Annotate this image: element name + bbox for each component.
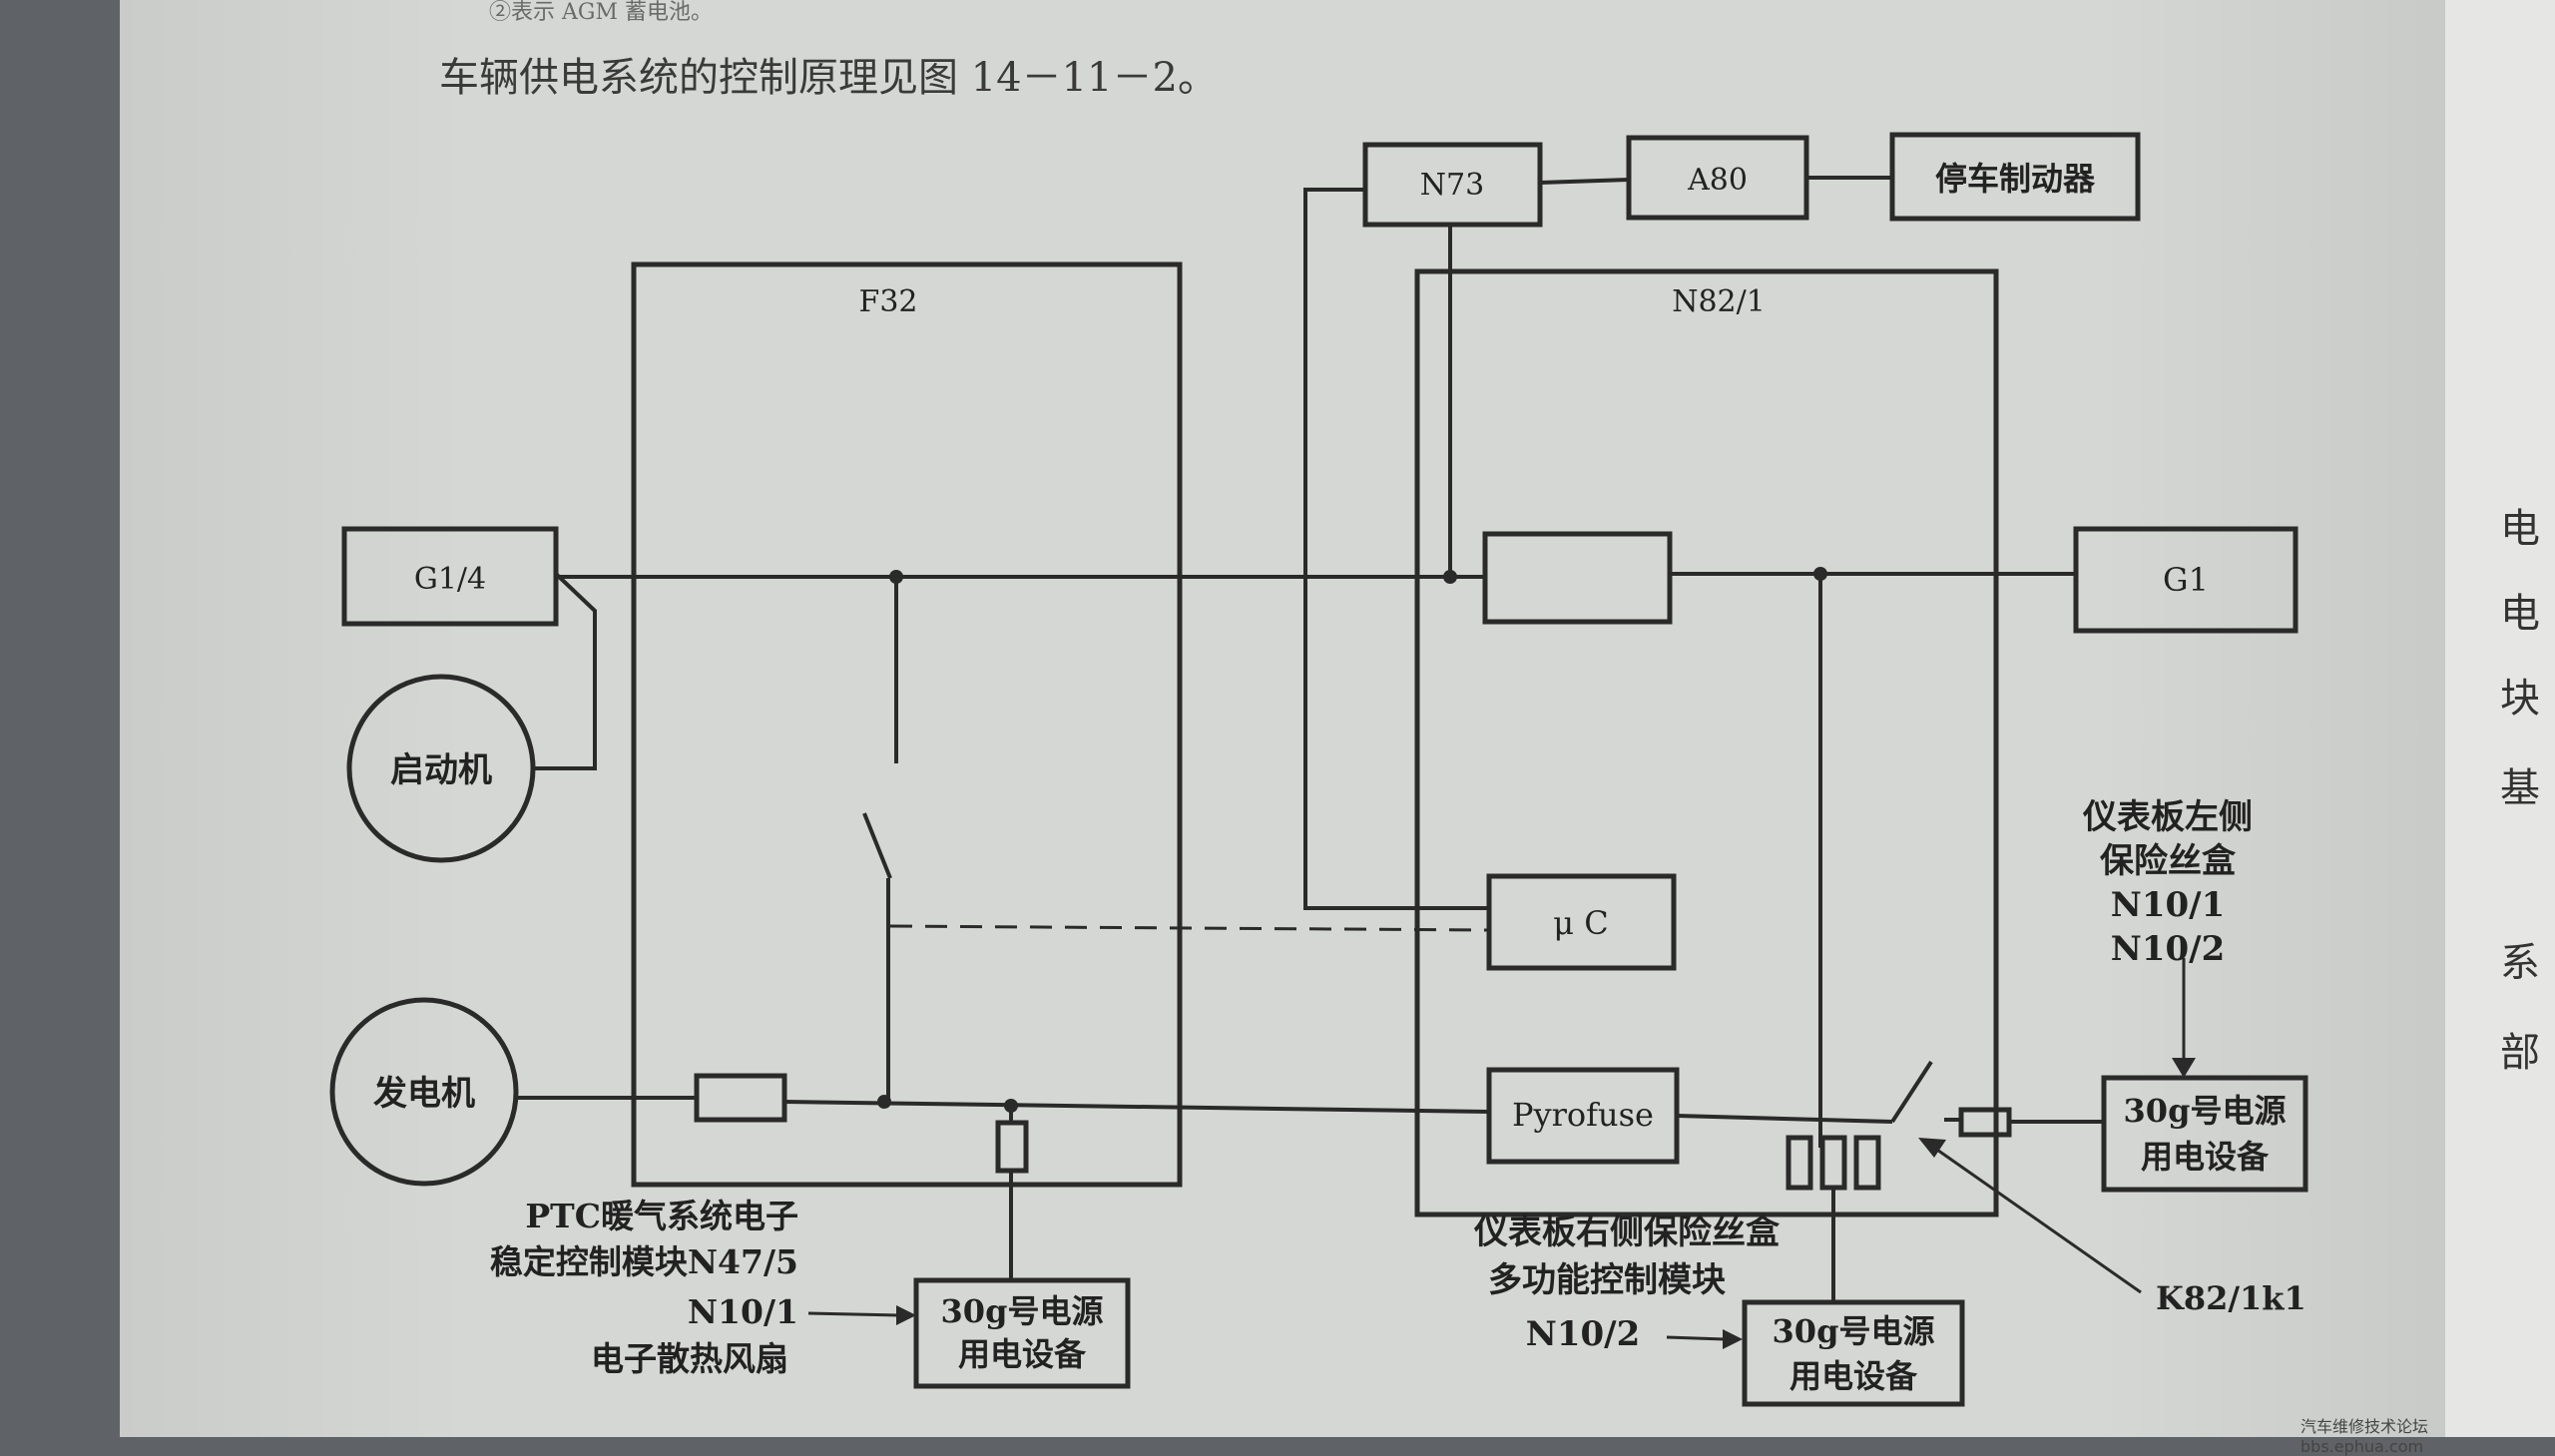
- arrow-n10-1: [807, 1311, 899, 1317]
- arrow-relay: [1933, 1146, 2142, 1294]
- n82-internal-box: [1482, 531, 1673, 625]
- n73-box: [1362, 142, 1543, 228]
- top-text-line: ②表示 AGM 蓄电池。: [489, 0, 713, 25]
- fan-label: 电子散热风扇: [591, 1339, 788, 1378]
- junction: [877, 1095, 891, 1109]
- margin-char: 电: [2500, 591, 2540, 637]
- uc-label: μ C: [1553, 904, 1608, 942]
- ptc-label: 稳定控制模块N47/5: [490, 1242, 798, 1281]
- margin-char: 系: [2500, 940, 2540, 986]
- wire-g14-starter: [533, 572, 597, 770]
- n73-label: N73: [1420, 168, 1484, 203]
- book-page: [120, 0, 2445, 1437]
- switch-blade: [862, 812, 892, 879]
- load-left-line1: 30g号电源: [941, 1292, 1104, 1330]
- load-mid-line1: 30g号电源: [1773, 1312, 1935, 1350]
- fuse-right: [1958, 1107, 2012, 1138]
- right-fusebox-code: N10/2: [2111, 929, 2225, 969]
- ptc-code: N10/1: [688, 1292, 798, 1331]
- load-right-line1: 30g号电源: [2124, 1092, 2287, 1130]
- g1-box: [2073, 526, 2299, 634]
- right-fusebox-code: N10/1: [2111, 885, 2225, 925]
- relay-label: K82/1k1: [2156, 1279, 2306, 1317]
- a80-label: A80: [1687, 163, 1748, 198]
- mid-fusebox-label: 仪表板右侧保险丝盒: [1473, 1213, 1781, 1252]
- control-dashed-line: [889, 924, 1490, 932]
- fuse-mid-1: [1786, 1135, 1813, 1191]
- margin-char: 基: [2500, 765, 2540, 811]
- g14-label: G1/4: [414, 562, 486, 597]
- mid-fusebox-code: N10/2: [1526, 1314, 1640, 1354]
- fuse-small-left: [995, 1120, 1029, 1174]
- figure-caption: 车辆供电系统的控制原理见图 14－11－2。: [439, 55, 1218, 101]
- margin-char: 块: [2500, 676, 2540, 722]
- load-box-left: [913, 1277, 1131, 1389]
- fuse-mid-3: [1853, 1135, 1881, 1191]
- wire-pyrofuse-out: [1676, 1114, 1893, 1124]
- multifunction-label: 多功能控制模块: [1488, 1260, 1726, 1300]
- wire-generator-bus: [783, 1100, 1490, 1114]
- fuse-mid-2: [1819, 1135, 1847, 1191]
- relay-switch-blade: [1890, 1060, 1933, 1124]
- pyrofuse-label: Pyrofuse: [1512, 1096, 1654, 1134]
- facing-page: [2445, 0, 2555, 1437]
- uc-box: [1486, 873, 1677, 971]
- arrow-n10-2: [1666, 1335, 1726, 1341]
- ptc-label: PTC暖气系统电子: [525, 1197, 798, 1235]
- wire-n73-uc: [1303, 188, 1489, 910]
- right-fusebox-label: 仪表板左侧: [2082, 797, 2253, 837]
- right-fusebox-label: 保险丝盒: [2100, 841, 2237, 881]
- generator-circle: [329, 997, 519, 1187]
- load-box-mid: [1742, 1299, 1965, 1407]
- f32-label: F32: [859, 284, 918, 319]
- generator-label: 发电机: [373, 1074, 475, 1114]
- load-mid-line2: 用电设备: [1789, 1357, 1918, 1395]
- load-left-line2: 用电设备: [958, 1335, 1087, 1373]
- junction: [1443, 570, 1457, 584]
- wire-n73-a80: [1539, 178, 1630, 185]
- parking-brake-label: 停车制动器: [1935, 160, 2096, 198]
- load-right-line2: 用电设备: [2141, 1138, 2270, 1176]
- margin-char: 电: [2500, 506, 2540, 552]
- n82-label: N82/1: [1672, 284, 1766, 319]
- margin-char: 部: [2500, 1030, 2540, 1076]
- starter-label: 启动机: [390, 750, 492, 790]
- f32-outline: [631, 261, 1183, 1188]
- n82-outline: [1414, 268, 1999, 1217]
- g1-label: G1: [2163, 561, 2209, 599]
- arrow-head: [896, 1305, 916, 1325]
- load-box-right: [2101, 1075, 2308, 1193]
- fuse-f32: [694, 1073, 787, 1123]
- arrow-head: [1723, 1329, 1743, 1349]
- arrow-head: [1918, 1138, 1946, 1158]
- arrow-head: [2172, 1058, 2196, 1078]
- watermark-footer: 汽车维修技术论坛 bbs.ephua.com: [2300, 1417, 2429, 1456]
